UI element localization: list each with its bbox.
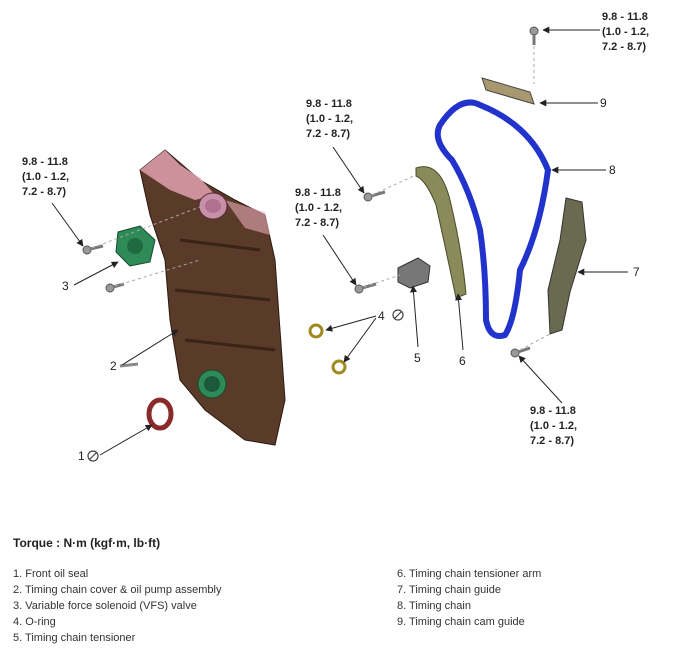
timing-chain-guide xyxy=(547,197,587,335)
svg-text:7.2 - 8.7): 7.2 - 8.7) xyxy=(306,128,350,140)
callout-number-5: 5 xyxy=(414,351,421,365)
bolt xyxy=(354,282,377,294)
legend-item: 9. Timing chain cam guide xyxy=(397,616,525,628)
legend-item: 6. Timing chain tensioner arm xyxy=(397,568,542,580)
timing-chain-cam-guide xyxy=(481,77,535,105)
callout-number-4: 4 xyxy=(378,309,385,323)
bolt xyxy=(363,190,386,202)
svg-text:9.8 - 11.8: 9.8 - 11.8 xyxy=(530,405,576,417)
bolt xyxy=(105,282,125,293)
legend-item: 5. Timing chain tensioner xyxy=(13,632,136,644)
torque-callout-left: 9.8 - 11.8 (1.0 - 1.2, 7.2 - 8.7) xyxy=(22,156,69,198)
legend-item: 4. O-ring xyxy=(13,616,56,628)
legend-item: 1. Front oil seal xyxy=(13,568,89,580)
bolt xyxy=(82,244,104,255)
svg-text:(1.0 - 1.2,: (1.0 - 1.2, xyxy=(530,420,577,432)
svg-text:7.2 - 8.7): 7.2 - 8.7) xyxy=(22,186,66,198)
do-not-reuse-icon xyxy=(392,309,404,321)
o-ring xyxy=(308,323,324,339)
svg-text:7.2 - 8.7): 7.2 - 8.7) xyxy=(295,217,339,229)
callout-number-2: 2 xyxy=(110,359,117,373)
timing-chain-cover-assembly xyxy=(139,149,286,446)
callout-number-7: 7 xyxy=(633,265,640,279)
svg-text:9.8 - 11.8: 9.8 - 11.8 xyxy=(306,98,352,110)
timing-chain xyxy=(434,99,552,339)
svg-text:9.8 - 11.8: 9.8 - 11.8 xyxy=(295,187,341,199)
callout-number-6: 6 xyxy=(459,354,466,368)
torque-callout-top-right: 9.8 - 11.8 (1.0 - 1.2, 7.2 - 8.7) xyxy=(602,11,649,53)
legend-item: 8. Timing chain xyxy=(397,600,471,612)
callout-number-1: 1 xyxy=(78,449,85,463)
torque-units-heading: Torque : N·m (kgf·m, lb·ft) xyxy=(13,536,161,550)
svg-text:7.2 - 8.7): 7.2 - 8.7) xyxy=(602,41,646,53)
legend-item: 3. Variable force solenoid (VFS) valve xyxy=(13,600,197,612)
callout-number-3: 3 xyxy=(62,279,69,293)
timing-chain-tensioner xyxy=(397,257,431,289)
vfs-valve xyxy=(115,225,156,267)
parts-legend-left: 1. Front oil seal 2. Timing chain cover … xyxy=(13,566,221,646)
leader-lines xyxy=(51,26,628,456)
svg-text:(1.0 - 1.2,: (1.0 - 1.2, xyxy=(22,171,69,183)
bolt xyxy=(119,362,139,368)
bolt xyxy=(510,346,531,358)
o-ring xyxy=(331,359,347,375)
alignment-lines xyxy=(91,46,551,351)
torque-callout-middle: 9.8 - 11.8 (1.0 - 1.2, 7.2 - 8.7) xyxy=(295,187,342,229)
do-not-reuse-icon xyxy=(87,450,99,462)
svg-text:7.2 - 8.7): 7.2 - 8.7) xyxy=(530,435,574,447)
torque-callout-upper-middle: 9.8 - 11.8 (1.0 - 1.2, 7.2 - 8.7) xyxy=(306,98,353,140)
svg-text:(1.0 - 1.2,: (1.0 - 1.2, xyxy=(295,202,342,214)
svg-text:9.8 - 11.8: 9.8 - 11.8 xyxy=(602,11,648,23)
bolt xyxy=(529,26,539,45)
svg-text:(1.0 - 1.2,: (1.0 - 1.2, xyxy=(602,26,649,38)
front-oil-seal xyxy=(146,397,174,431)
svg-text:9.8 - 11.8: 9.8 - 11.8 xyxy=(22,156,68,168)
svg-text:(1.0 - 1.2,: (1.0 - 1.2, xyxy=(306,113,353,125)
callout-number-9: 9 xyxy=(600,96,607,110)
legend-item: 2. Timing chain cover & oil pump assembl… xyxy=(13,584,222,596)
legend-item: 7. Timing chain guide xyxy=(397,584,501,596)
parts-legend-right: 6. Timing chain tensioner arm 7. Timing … xyxy=(397,566,541,630)
exploded-view-diagram: 9.8 - 11.8 (1.0 - 1.2, 7.2 - 8.7) 9.8 - … xyxy=(22,11,649,463)
torque-callout-bottom-right: 9.8 - 11.8 (1.0 - 1.2, 7.2 - 8.7) xyxy=(530,405,577,447)
callout-number-8: 8 xyxy=(609,163,616,177)
